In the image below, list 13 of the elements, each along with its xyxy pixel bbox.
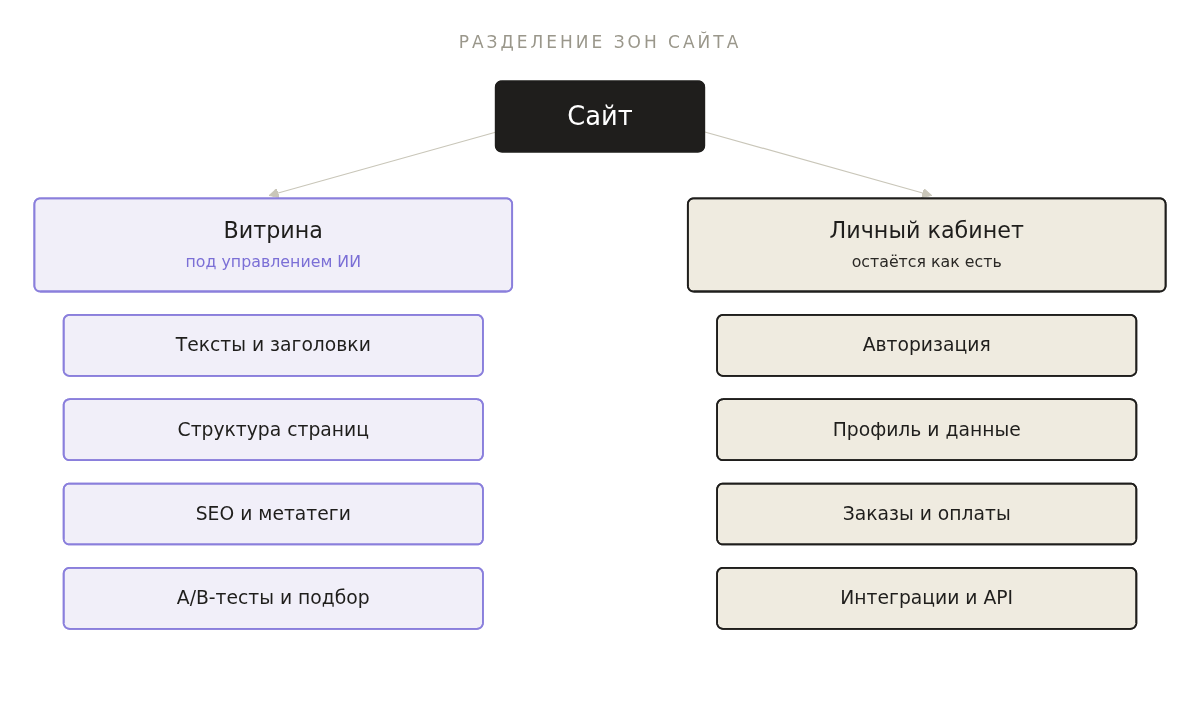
item-box: A/B-тесты и подбор [62, 567, 484, 630]
section-box: Витрина под управлением ИИ [33, 197, 514, 293]
item-box: Профиль и данные [716, 398, 1138, 461]
item-box: Заказы и оплаты [716, 482, 1138, 546]
diagram-title: РАЗДЕЛЕНИЕ ЗОН САЙТА [458, 32, 742, 52]
item-box: Структура страниц [62, 398, 484, 461]
item-box: Интеграции и API [716, 567, 1138, 630]
root-box: Сайт [494, 80, 706, 153]
item-box: Тексты и заголовки [62, 314, 484, 377]
item-box: Авторизация [716, 314, 1138, 377]
section-box: Личный кабинет остаётся как есть [686, 197, 1167, 293]
item-box: SEO и метатеги [62, 482, 484, 546]
arrow [704, 131, 933, 198]
